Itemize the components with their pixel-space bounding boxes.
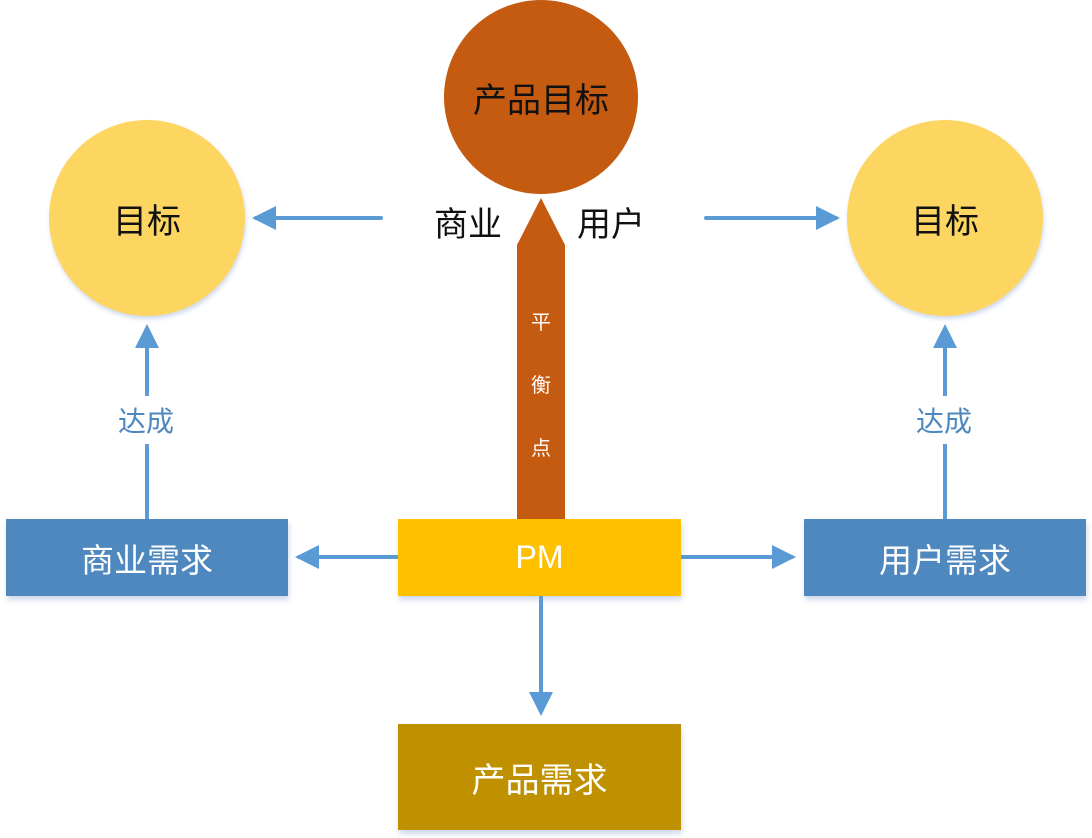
user-needs-node: 用户需求 <box>804 519 1086 596</box>
balance-point-char-3: 点 <box>531 436 551 460</box>
pm-label: PM <box>515 539 564 575</box>
achieve-label-right: 达成 <box>916 396 973 444</box>
product-needs-node: 产品需求 <box>398 724 681 830</box>
business-needs-node: 商业需求 <box>6 519 288 596</box>
business-goal-label: 目标 <box>113 201 181 242</box>
balance-point-char-1: 平 <box>531 310 551 334</box>
balance-point-char-2: 衡 <box>531 373 551 397</box>
product-needs-label: 产品需求 <box>471 760 608 801</box>
achieve-label-left: 达成 <box>118 396 175 444</box>
product-goal-label: 产品目标 <box>473 80 609 121</box>
user-goal-label: 目标 <box>911 201 979 242</box>
product-goal-node: 产品目标 <box>444 0 638 194</box>
user-label: 用户 <box>577 205 645 245</box>
user-goal-node: 目标 <box>847 120 1043 316</box>
user-needs-label: 用户需求 <box>879 540 1011 580</box>
balance-pillar <box>517 198 565 520</box>
business-goal-node: 目标 <box>49 120 245 316</box>
business-needs-label: 商业需求 <box>81 540 213 580</box>
pm-node: PM <box>398 519 681 596</box>
business-label: 商业 <box>434 205 502 245</box>
